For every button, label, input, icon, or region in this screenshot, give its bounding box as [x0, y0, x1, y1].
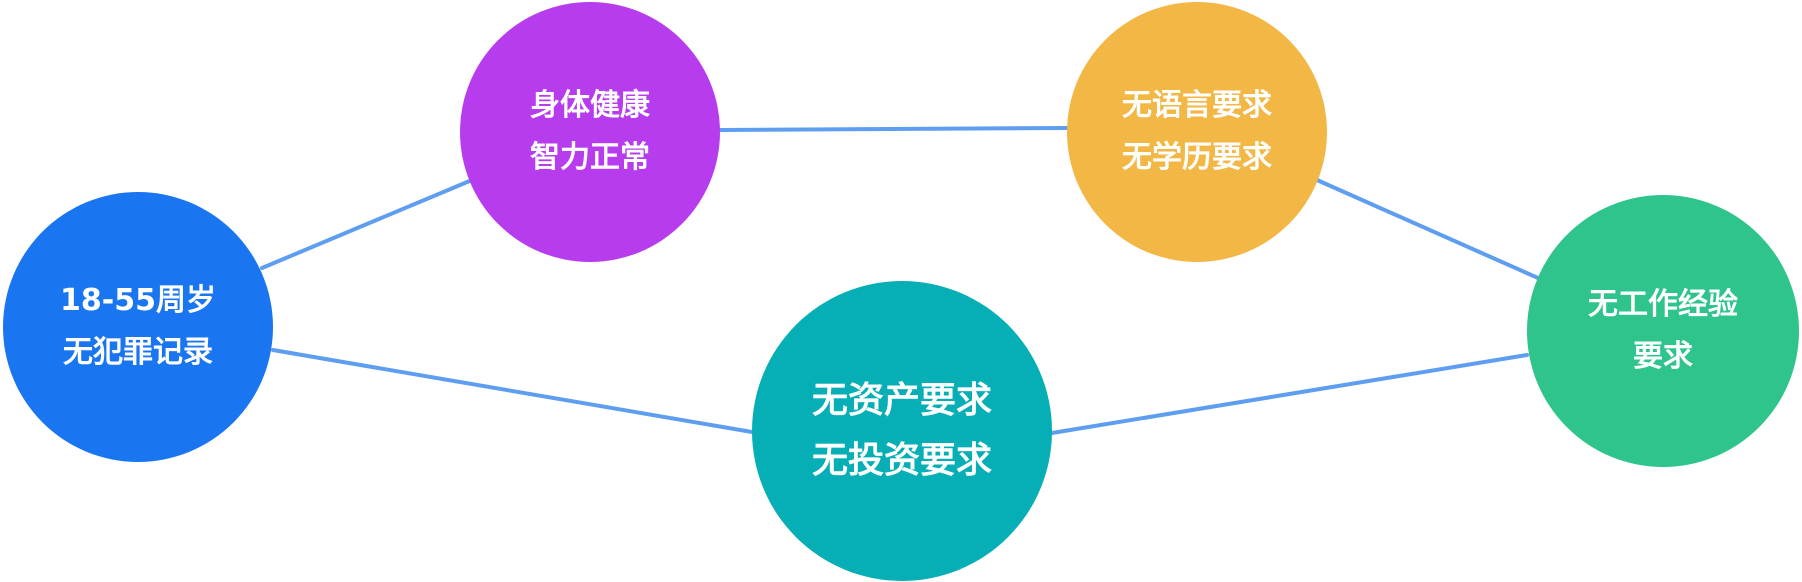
- node-asset-line2: 无投资要求: [811, 440, 992, 481]
- node-experience-line1: 无工作经验: [1588, 287, 1738, 322]
- node-work-experience: 无工作经验 要求: [1527, 195, 1799, 467]
- node-asset-investment: 无资产要求 无投资要求: [752, 281, 1052, 581]
- connector-age-health: [260, 178, 474, 270]
- node-age-line1: 18-55周岁: [60, 283, 216, 318]
- node-language-education: 无语言要求 无学历要求: [1067, 2, 1327, 262]
- node-age-line2: 无犯罪记录: [63, 335, 213, 370]
- node-health-line1: 身体健康: [530, 88, 650, 123]
- node-health-intelligence: 身体健康 智力正常: [460, 2, 720, 262]
- connector-language-experience: [1315, 178, 1540, 280]
- connector-health-language: [718, 126, 1069, 132]
- node-health-line2: 智力正常: [530, 140, 650, 175]
- connector-age-asset: [271, 348, 754, 434]
- connector-asset-experience: [1050, 353, 1529, 435]
- node-language-line1: 无语言要求: [1122, 88, 1272, 123]
- node-age-criminal-record: 18-55周岁 无犯罪记录: [3, 192, 273, 462]
- node-language-line2: 无学历要求: [1122, 140, 1272, 175]
- node-experience-line2: 要求: [1633, 339, 1693, 374]
- node-asset-line1: 无资产要求: [811, 380, 992, 421]
